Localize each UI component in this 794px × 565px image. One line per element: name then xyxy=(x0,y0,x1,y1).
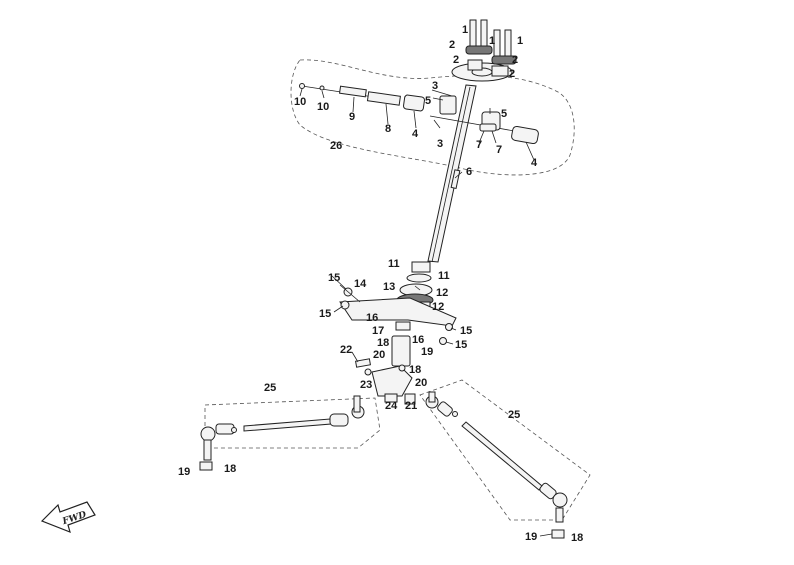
callout-11-a: 11 xyxy=(388,258,400,270)
callout-5-a: 5 xyxy=(425,95,431,107)
callout-17: 17 xyxy=(372,325,384,337)
callout-11-b: 11 xyxy=(438,270,450,282)
callout-16-a: 16 xyxy=(366,312,378,324)
callout-5-b: 5 xyxy=(501,108,507,120)
right-tie-rod xyxy=(425,391,568,539)
callout-14: 14 xyxy=(354,278,367,290)
callout-2-c: 2 xyxy=(512,54,518,66)
callout-1-a: 1 xyxy=(462,24,468,36)
callout-15-a: 15 xyxy=(328,272,340,284)
callout-4-a: 4 xyxy=(412,128,419,140)
callout-22: 22 xyxy=(340,344,352,356)
callout-7-a: 7 xyxy=(476,139,482,151)
fwd-direction-badge: FWD xyxy=(40,501,96,534)
callout-15-c: 15 xyxy=(460,325,472,337)
leader-lines xyxy=(200,88,553,537)
group-25-right-outline xyxy=(419,379,591,521)
callout-8: 8 xyxy=(385,123,391,135)
callout-18-a: 18 xyxy=(377,337,389,349)
callout-16-b: 16 xyxy=(412,334,424,346)
callout-20-a: 20 xyxy=(373,349,385,361)
handlebar-clamp-assembly xyxy=(451,19,517,82)
callout-10-a: 10 xyxy=(294,96,306,108)
callout-15-d: 15 xyxy=(455,339,467,351)
callout-25-b: 25 xyxy=(508,409,520,421)
group-26-outline xyxy=(290,59,575,176)
callout-1-c: 1 xyxy=(517,35,523,47)
callout-7-b: 7 xyxy=(496,144,502,156)
callout-19-c: 19 xyxy=(525,531,537,543)
callout-2-a: 2 xyxy=(449,39,455,51)
callout-3-b: 3 xyxy=(437,138,443,150)
callout-18-c: 18 xyxy=(224,463,236,475)
column-upper-components xyxy=(299,83,539,145)
left-tie-rod xyxy=(199,395,365,471)
steering-column xyxy=(427,84,477,263)
callout-23: 23 xyxy=(360,379,372,391)
callout-1-b: 1 xyxy=(489,35,495,47)
callout-6: 6 xyxy=(466,166,472,178)
callout-labels: 1 1 1 2 2 2 2 3 3 4 4 5 5 6 7 7 8 9 10 1… xyxy=(178,24,583,544)
callout-12-b: 12 xyxy=(432,301,444,313)
callout-13: 13 xyxy=(383,281,395,293)
callout-24: 24 xyxy=(385,400,398,412)
callout-12-a: 12 xyxy=(436,287,448,299)
callout-2-b: 2 xyxy=(453,54,459,66)
callout-2-d: 2 xyxy=(509,68,515,80)
forward-arrow-icon xyxy=(40,501,96,534)
callout-4-b: 4 xyxy=(531,157,538,169)
callout-21: 21 xyxy=(405,400,417,412)
callout-15-b: 15 xyxy=(319,308,331,320)
callout-25-a: 25 xyxy=(264,382,276,394)
callout-10-b: 10 xyxy=(317,101,329,113)
callout-3-a: 3 xyxy=(432,80,438,92)
callout-18-d: 18 xyxy=(571,532,583,544)
callout-19-a: 19 xyxy=(421,346,433,358)
callout-18-b: 18 xyxy=(409,364,421,376)
column-lower-hardware xyxy=(339,261,457,405)
callout-9: 9 xyxy=(349,111,355,123)
callout-19-b: 19 xyxy=(178,466,190,478)
callout-26: 26 xyxy=(330,140,342,152)
group-25-left-outline xyxy=(204,397,381,449)
callout-20-b: 20 xyxy=(415,377,427,389)
